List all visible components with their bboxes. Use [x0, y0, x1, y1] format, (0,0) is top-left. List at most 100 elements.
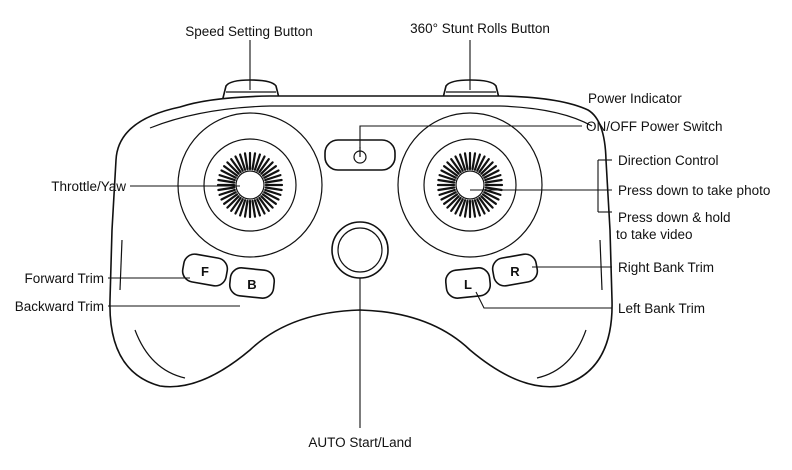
- joystick-rib: [217, 178, 236, 184]
- label-direction-control: Direction Control: [618, 153, 719, 168]
- joystick-rib: [251, 199, 257, 218]
- label-stunt-rolls: 360° Stunt Rolls Button: [410, 21, 550, 36]
- joystick-rib: [223, 193, 239, 205]
- right-grip-edge: [599, 239, 603, 291]
- right-joystick: [397, 112, 543, 258]
- joystick-rib: [471, 199, 477, 218]
- left-joystick: [177, 112, 323, 258]
- forward-trim-key: F: [201, 264, 209, 279]
- joystick-rib: [480, 161, 494, 175]
- label-throttle-yaw: Throttle/Yaw: [51, 179, 126, 194]
- joystick-rib: [234, 155, 244, 172]
- controller-top-ridge: [149, 105, 593, 129]
- joystick-rib: [217, 186, 236, 192]
- joystick-rib: [251, 152, 257, 171]
- joystick-rib: [256, 198, 266, 215]
- joystick-rib: [446, 195, 460, 209]
- joystick-rib: [443, 165, 459, 177]
- joystick-rib: [454, 155, 464, 172]
- joystick-rib: [253, 199, 261, 217]
- joystick-rib: [484, 188, 502, 196]
- joystick-rib: [258, 196, 270, 212]
- joystick-rib: [263, 169, 280, 179]
- joystick-rib: [264, 174, 282, 182]
- label-auto-start-land: AUTO Start/Land: [308, 435, 411, 450]
- joystick-rib: [450, 158, 462, 174]
- joystick-rib: [260, 161, 274, 175]
- leader-lines: [108, 40, 612, 428]
- label-left-bank-trim: Left Bank Trim: [618, 301, 705, 316]
- joystick-rib: [476, 155, 486, 172]
- right-bank-trim-button: R: [491, 253, 539, 287]
- joystick-rib: [443, 193, 459, 205]
- joystick-rib: [463, 152, 469, 171]
- joystick-rib: [454, 198, 464, 215]
- joystick-rib: [440, 191, 457, 201]
- label-take-video-line1: Press down & hold: [618, 210, 731, 225]
- joystick-rib: [239, 199, 247, 217]
- joystick-rib: [230, 158, 242, 174]
- joystick-rib: [438, 188, 456, 196]
- joystick-rib: [260, 195, 274, 209]
- left-grip-edge: [119, 239, 123, 291]
- left-bank-trim-button: L: [444, 267, 492, 299]
- joystick-rib: [220, 191, 237, 201]
- label-power-switch: ON/OFF Power Switch: [586, 119, 723, 134]
- joystick-rib: [483, 191, 500, 201]
- joystick-rib: [446, 161, 460, 175]
- right-bank-trim-key: R: [510, 264, 520, 279]
- joystick-rib: [243, 152, 249, 171]
- label-backward-trim: Backward Trim: [15, 299, 104, 314]
- joystick-rib: [463, 199, 469, 218]
- left-grip-shadow: [134, 329, 186, 379]
- joystick-rib: [223, 165, 239, 177]
- joystick-rib: [234, 198, 244, 215]
- joystick-rib: [481, 193, 497, 205]
- backward-trim-key: B: [247, 277, 256, 292]
- joystick-rib: [220, 169, 237, 179]
- joystick-rib: [218, 174, 236, 182]
- joystick-rib: [459, 153, 467, 171]
- label-take-photo: Press down to take photo: [618, 183, 770, 198]
- joystick-rib: [484, 174, 502, 182]
- joystick-rib: [481, 165, 497, 177]
- joystick-rib: [471, 152, 477, 171]
- joystick-rib: [484, 178, 503, 184]
- label-speed-setting: Speed Setting Button: [185, 24, 313, 39]
- backward-trim-button: B: [228, 267, 276, 299]
- joystick-rib: [264, 188, 282, 196]
- right-grip-shadow: [536, 329, 587, 379]
- label-take-video-line2: to take video: [616, 227, 693, 242]
- label-forward-trim: Forward Trim: [24, 271, 104, 286]
- label-right-bank-trim: Right Bank Trim: [618, 260, 714, 275]
- joystick-rib: [450, 196, 462, 212]
- joystick-rib: [483, 169, 500, 179]
- label-power-indicator: Power Indicator: [588, 91, 682, 106]
- joystick-rib: [459, 199, 467, 217]
- joystick-rib: [437, 186, 456, 192]
- joystick-rib: [243, 199, 249, 218]
- joystick-rib: [473, 153, 481, 171]
- joystick-rib: [264, 186, 283, 192]
- joystick-rib: [261, 193, 277, 205]
- joystick-rib: [261, 165, 277, 177]
- joystick-rib: [258, 158, 270, 174]
- joystick-rib: [239, 153, 247, 171]
- joystick-rib: [437, 178, 456, 184]
- joystick-rib: [226, 161, 240, 175]
- joystick-rib: [480, 195, 494, 209]
- joystick-rib: [478, 196, 490, 212]
- auto-start-land-button: [331, 221, 389, 279]
- left-bank-trim-key: L: [464, 277, 472, 292]
- joystick-rib: [230, 196, 242, 212]
- joystick-rib: [264, 178, 283, 184]
- joystick-rib: [218, 188, 236, 196]
- joystick-rib: [226, 195, 240, 209]
- joystick-rib: [256, 155, 266, 172]
- joystick-rib: [478, 158, 490, 174]
- joystick-rib: [473, 199, 481, 217]
- joystick-rib: [440, 169, 457, 179]
- joystick-rib: [253, 153, 261, 171]
- joystick-rib: [263, 191, 280, 201]
